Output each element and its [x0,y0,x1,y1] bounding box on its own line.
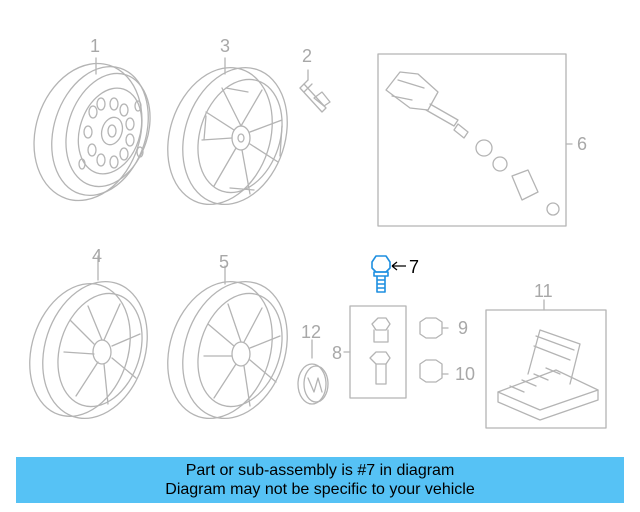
banner-line-1: Part or sub-assembly is #7 in diagram [185,462,455,479]
alloy-wheel-part-4[interactable] [13,255,164,432]
tool-kit-part-11[interactable] [485,299,607,429]
callout-7-label: 7 [409,257,419,277]
center-cap-part-12[interactable] [297,339,329,405]
alloy-wheel-part-5[interactable] [151,265,304,432]
callout-11-label: 11 [534,281,553,301]
alloy-wheel-part-3[interactable] [151,54,304,218]
tpms-sensor-part-6[interactable] [377,53,573,227]
callout-10-label: 10 [455,364,475,384]
steel-wheel-part-1[interactable] [17,49,164,214]
callout-4-label: 4 [92,246,102,266]
valve-stem-part-2[interactable] [299,69,331,113]
banner-line-2: Diagram may not be specific to your vehi… [165,481,475,498]
callout-8-label: 8 [332,343,342,363]
callout-6-label: 6 [577,134,587,154]
lug-bolt-kit-part-8[interactable] [343,305,407,399]
callout-3-label: 3 [220,36,230,56]
callout-7-arrow [391,261,406,271]
info-banner: Part or sub-assembly is #7 in diagram Di… [16,457,624,503]
callout-2-label: 2 [302,46,312,66]
wheel-bolt-part-7[interactable] [371,255,391,293]
callout-5-label: 5 [219,252,229,272]
callout-9-label: 9 [458,318,468,338]
lug-nut-part-10[interactable] [419,359,449,383]
callout-1-label: 1 [90,36,100,56]
callout-12-label: 12 [301,322,321,342]
lug-nut-part-9[interactable] [419,317,449,339]
